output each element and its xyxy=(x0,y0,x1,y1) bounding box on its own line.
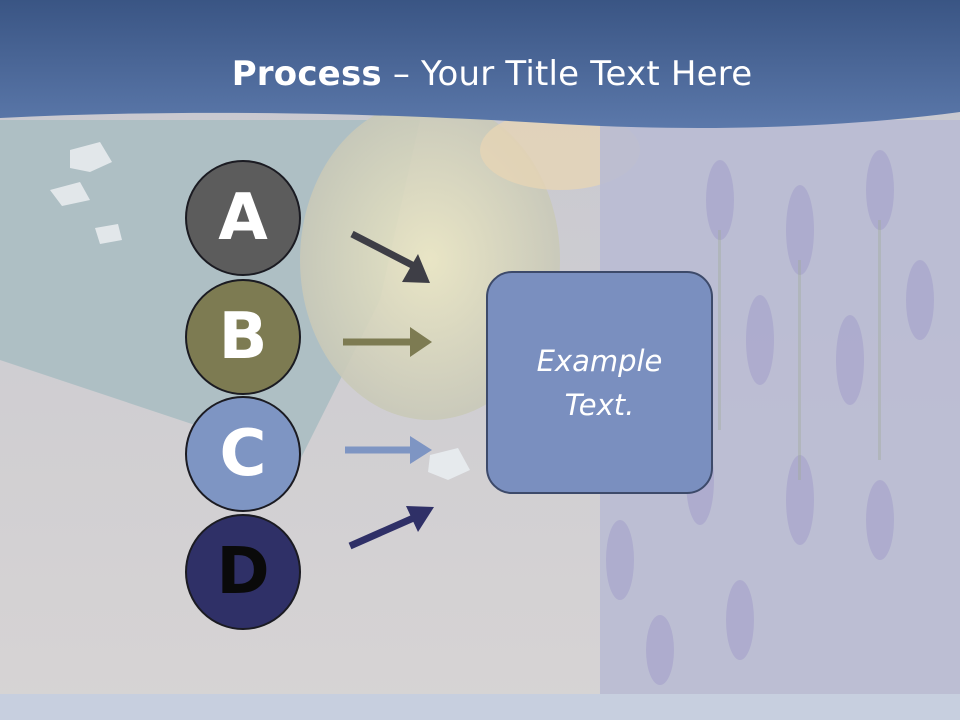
arrow-b xyxy=(343,327,432,357)
arrow-a xyxy=(350,230,430,283)
arrow-c xyxy=(345,436,432,464)
step-c-letter: C xyxy=(219,417,267,491)
slide-title: Process – Your Title Text Here xyxy=(0,54,960,94)
step-d-circle: D xyxy=(185,514,301,630)
step-a-circle: A xyxy=(185,160,301,276)
step-b-letter: B xyxy=(218,300,268,374)
arrow-d xyxy=(348,506,434,550)
result-box: Example Text. xyxy=(486,271,713,494)
title-rest: – Your Title Text Here xyxy=(381,54,753,94)
result-box-text: Example Text. xyxy=(536,343,663,422)
step-a-letter: A xyxy=(218,181,268,255)
step-c-circle: C xyxy=(185,396,301,512)
title-bold: Process xyxy=(231,54,382,94)
step-d-letter: D xyxy=(216,535,270,609)
step-b-circle: B xyxy=(185,279,301,395)
